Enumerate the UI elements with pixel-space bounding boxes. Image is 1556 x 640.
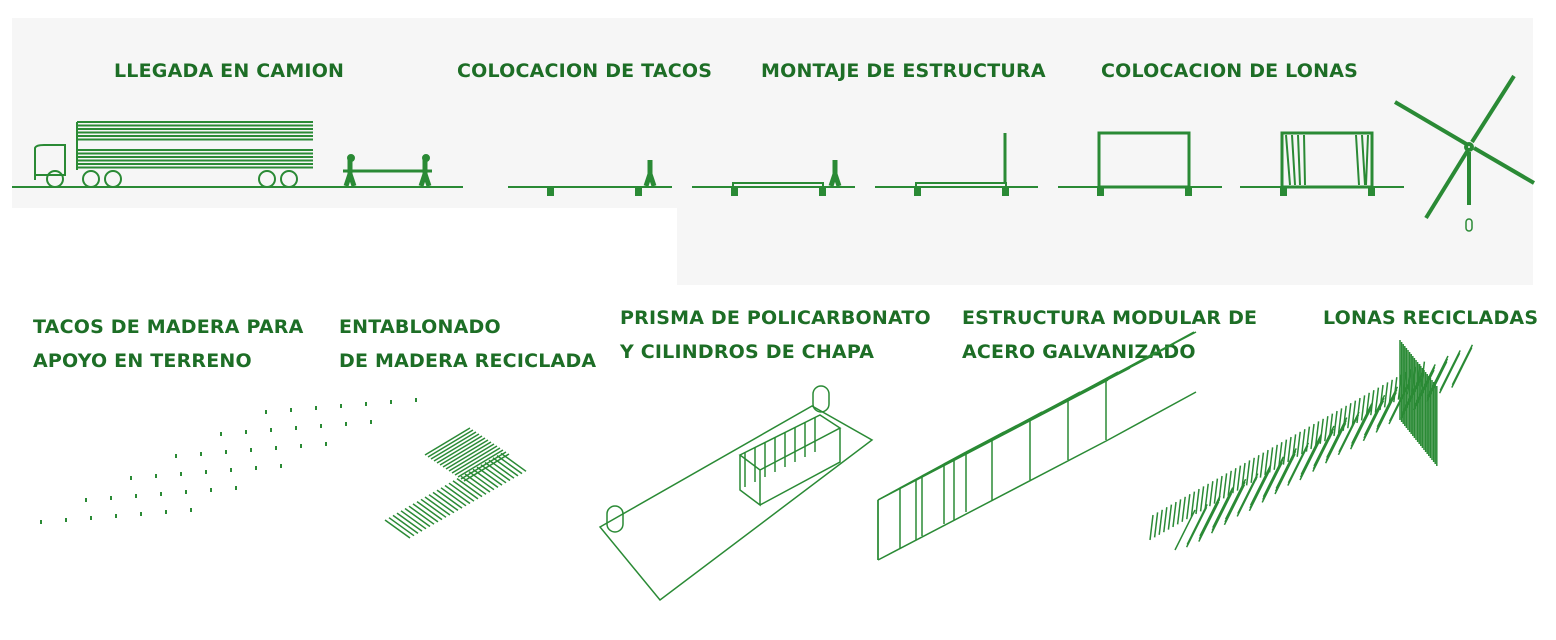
recycled-tarps (1149, 340, 1474, 551)
taco (270, 428, 272, 432)
taco (265, 410, 267, 414)
taco (290, 408, 292, 412)
step-title-tacos: COLOCACION DE TACOS (457, 60, 713, 82)
taco (110, 496, 112, 500)
taco (185, 490, 187, 494)
taco (250, 448, 252, 452)
taco (205, 470, 207, 474)
taco (320, 424, 322, 428)
taco (90, 516, 92, 520)
taco (115, 514, 117, 518)
prisma-base (598, 405, 874, 602)
components-isometric (40, 331, 1474, 602)
taco (245, 430, 247, 434)
taco (160, 492, 162, 496)
taco (255, 466, 257, 470)
taco (175, 454, 177, 458)
entablonado-cross (384, 427, 527, 539)
taco (220, 432, 222, 436)
taco (365, 402, 367, 406)
taco (155, 474, 157, 478)
taco (300, 444, 302, 448)
taco (295, 426, 297, 430)
taco (180, 472, 182, 476)
taco (230, 468, 232, 472)
taco (315, 406, 317, 410)
truck-scene (12, 121, 463, 188)
taco (40, 520, 42, 524)
label-lonas: LONAS RECICLADAS (1323, 307, 1539, 329)
truck-wheels (46, 170, 298, 188)
step-scenes (508, 74, 1536, 232)
taco (165, 510, 167, 514)
truck-cab (34, 144, 66, 180)
taco (140, 512, 142, 516)
taco (210, 488, 212, 492)
steel-frame (877, 331, 1197, 561)
taco (190, 508, 192, 512)
taco (325, 442, 327, 446)
taco (235, 486, 237, 490)
step-title-truck: LLEGADA EN CAMION (114, 60, 345, 82)
prisma-box (738, 414, 842, 507)
taco (370, 420, 372, 424)
taco (130, 476, 132, 480)
taco (415, 398, 417, 402)
taco (340, 404, 342, 408)
tacos-dots (40, 398, 417, 524)
truck-trailer (76, 121, 313, 170)
taco (85, 498, 87, 502)
taco (225, 450, 227, 454)
taco (200, 452, 202, 456)
taco (65, 518, 67, 522)
taco (275, 446, 277, 450)
top-band-extension (677, 200, 1533, 285)
workers (343, 160, 432, 187)
top-band (12, 18, 1533, 208)
taco (345, 422, 347, 426)
taco (390, 400, 392, 404)
taco (280, 464, 282, 468)
tripod-detail (1393, 74, 1536, 232)
step-title-lonas: COLOCACION DE LONAS (1101, 60, 1359, 82)
taco (135, 494, 137, 498)
step-title-structure: MONTAJE DE ESTRUCTURA (761, 60, 1046, 82)
